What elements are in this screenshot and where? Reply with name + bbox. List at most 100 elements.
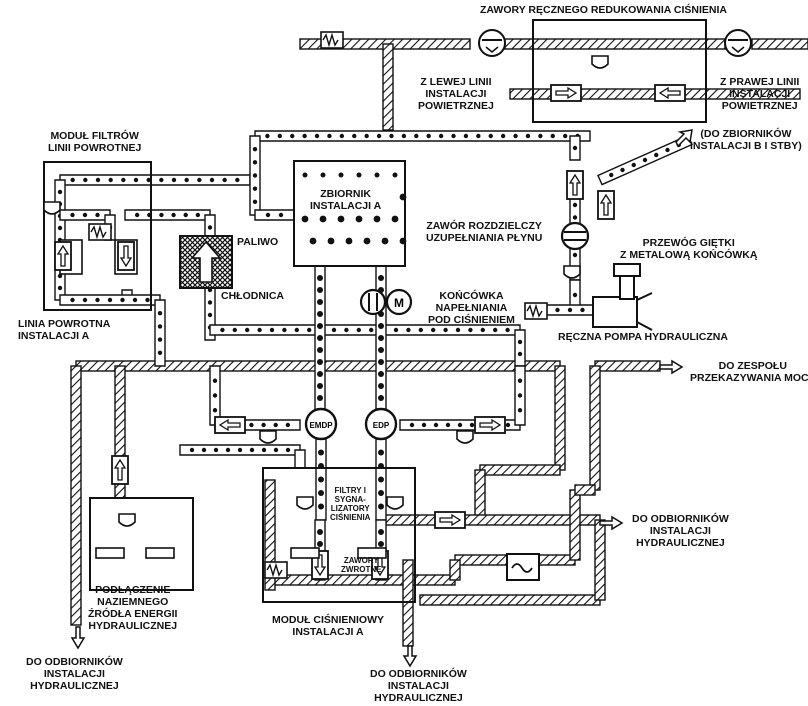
- supply-line-dot: [317, 359, 323, 365]
- supply-line-dot: [378, 449, 384, 456]
- return-line-dot: [426, 133, 431, 139]
- label-to-users-right: DO ODBIORNIKÓW INSTALACJI HYDRAULICZNEJ: [632, 513, 729, 549]
- supply-line-dot: [318, 449, 324, 456]
- return-line-dot: [469, 422, 475, 428]
- supply-line-dot: [317, 275, 323, 281]
- supply-line-dot: [317, 395, 323, 401]
- hand-pump: [592, 263, 653, 331]
- return-line-dot: [555, 307, 560, 313]
- return-line-segment: [254, 209, 295, 221]
- return-line-dot: [277, 133, 283, 139]
- return-line-dot: [220, 327, 225, 333]
- return-line-dot: [95, 177, 101, 183]
- label-return-filter-module: MODUŁ FILTRÓW LINII POWROTNEJ: [48, 130, 142, 154]
- return-line-dot: [237, 447, 243, 453]
- emdp-pump: [304, 407, 338, 441]
- label-fill-selector-valve: ZAWÓR ROZDZIELCZY UZUPEŁNIANIA PŁYNU: [426, 220, 543, 244]
- return-line-dot: [331, 327, 337, 333]
- return-line-dot: [273, 422, 278, 428]
- return-line-dot: [70, 297, 75, 303]
- return-line-dot: [517, 339, 523, 345]
- return-line-dot: [438, 133, 444, 139]
- supply-line-dot: [317, 323, 323, 329]
- pressure-line-segment: [574, 484, 596, 496]
- return-line-dot: [393, 327, 399, 333]
- return-line-dot: [146, 177, 151, 183]
- reservoir-dot: [327, 237, 335, 245]
- return-line-dot: [157, 324, 163, 329]
- return-line-dot: [406, 327, 411, 333]
- return-line-dot: [195, 212, 201, 218]
- supply-line-dot: [378, 541, 384, 547]
- return-line-dot: [609, 172, 614, 178]
- return-line-dot: [249, 447, 255, 453]
- supply-line-dot: [317, 529, 323, 535]
- return-line-dot: [189, 447, 195, 453]
- motor: [385, 288, 413, 316]
- flow-arrow-boxes: [54, 84, 686, 580]
- ground-power-box: [89, 497, 194, 591]
- return-line-dot: [57, 273, 63, 279]
- supply-line-dot: [317, 371, 323, 377]
- label-fuel: PALIWO: [237, 236, 279, 248]
- label-pressure-fill-fitting: KOŃCÓWKA NAPEŁNIANIA POD CIŚNIENIEM: [428, 290, 515, 326]
- return-line-dot: [157, 337, 163, 342]
- edp-label: EDP: [373, 421, 390, 430]
- emdp-label: EMDP: [309, 421, 333, 430]
- return-line-dot: [409, 422, 415, 428]
- label-from-right-air-line: Z PRAWEJ LINII INSTALACJI POWIETRZNEJ: [720, 76, 800, 112]
- label-filters-indicators: FILTRY I SYGNA- LIZATORY CIŚNIENIA: [330, 486, 371, 522]
- label-to-users-bottom: DO ODBIORNIKÓW INSTALACJI HYDRAULICZNEJ: [370, 668, 467, 704]
- fill-selector-valve: [560, 221, 590, 251]
- return-line-dot: [183, 212, 188, 218]
- return-line-dot: [538, 133, 543, 139]
- return-line-dot: [369, 327, 374, 333]
- pressure-line-segment: [70, 365, 82, 626]
- return-line-dot: [261, 447, 267, 453]
- reservoir-a: [293, 160, 406, 267]
- check-valve-body: [357, 547, 387, 559]
- return-line-dot: [134, 212, 140, 218]
- supply-line-dot: [318, 490, 324, 496]
- supply-line-dot: [378, 323, 384, 329]
- filter-housing-icon: [259, 430, 277, 444]
- return-line-dot: [212, 393, 218, 398]
- filter-housing-icon: [563, 265, 581, 279]
- supply-line-dot: [378, 490, 384, 496]
- return-line-dot: [120, 297, 125, 303]
- return-line-dot: [108, 177, 113, 183]
- return-line-dot: [421, 422, 427, 428]
- return-line-dot: [212, 378, 218, 383]
- reservoir-dot: [374, 172, 380, 178]
- return-line-dot: [572, 202, 578, 208]
- return-line-dot: [82, 297, 88, 303]
- pressure-line-segment: [449, 559, 461, 581]
- return-line-dot: [235, 177, 240, 183]
- reducing-valve-left-icon: [478, 29, 506, 57]
- shutoff-valve: [359, 288, 387, 316]
- return-line-dot: [57, 285, 63, 291]
- return-line-dot: [480, 327, 485, 333]
- return-line-dot: [665, 147, 670, 153]
- return-line-dot: [517, 408, 523, 413]
- return-line-dot: [451, 133, 456, 139]
- reservoir-dot: [319, 215, 327, 223]
- return-line-dot: [364, 133, 369, 139]
- return-line-dot: [282, 327, 287, 333]
- return-line-dot: [225, 447, 231, 453]
- return-line-dot: [327, 133, 332, 139]
- return-line-dot: [207, 300, 213, 305]
- reservoir-dot: [309, 237, 317, 245]
- return-line-dot: [197, 177, 202, 183]
- return-line-dot: [278, 212, 284, 218]
- reservoir-dot: [392, 172, 398, 178]
- return-line-dot: [517, 378, 523, 383]
- return-line-dot: [302, 133, 307, 139]
- check-valve-springs: [88, 31, 548, 579]
- return-line-dot: [273, 447, 279, 453]
- label-to-b-stby-reservoirs: (DO ZBIORNIKÓW INSTALACJI B I STBY): [690, 128, 802, 152]
- return-line-dot: [401, 133, 407, 139]
- label-to-users-left: DO ODBIORNIKÓW INSTALACJI HYDRAULICZNEJ: [26, 656, 123, 692]
- pressure-line-segment: [751, 38, 808, 50]
